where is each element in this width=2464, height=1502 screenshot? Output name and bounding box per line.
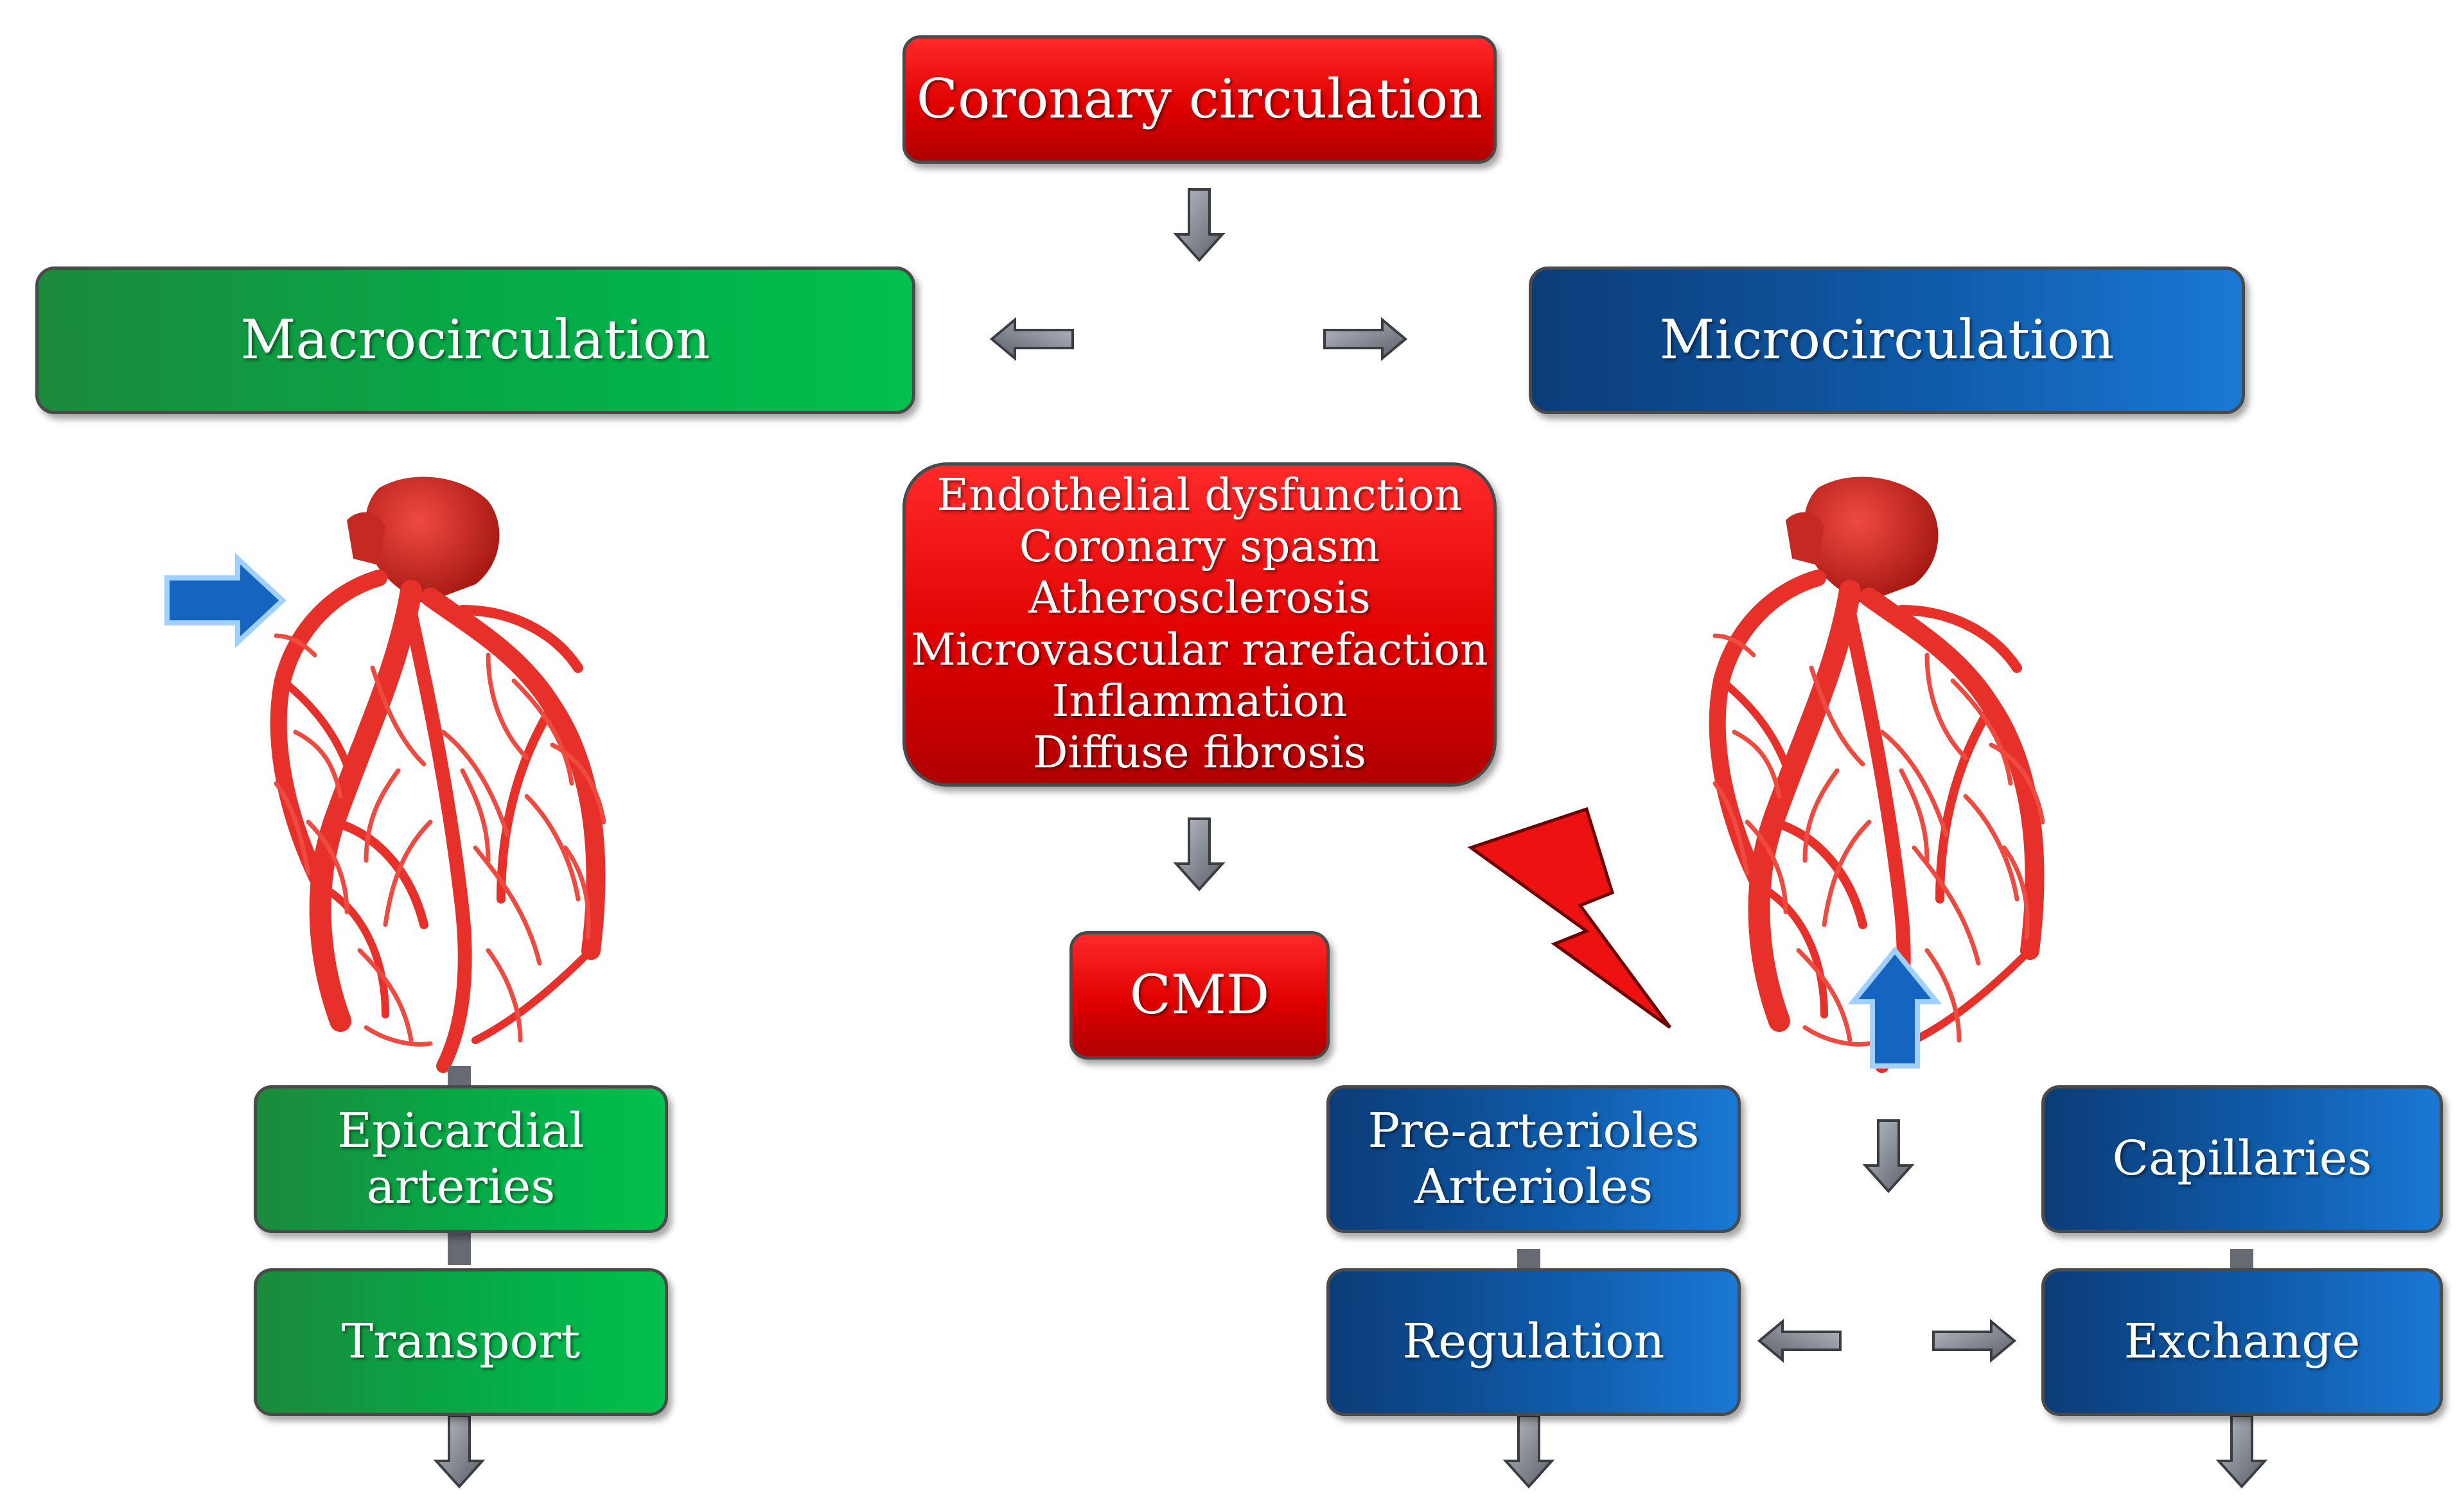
regulation-box: Regulation xyxy=(1326,1268,1741,1416)
arrow-left-macro xyxy=(990,319,1074,360)
mechanisms-box: Endothelial dysfunction Coronary spasm A… xyxy=(902,462,1497,787)
prearterioles-line2: Arterioles xyxy=(1414,1159,1653,1214)
prearterioles-box: Pre-arterioles Arterioles xyxy=(1326,1085,1741,1233)
heart-coronary-icon-left xyxy=(276,477,604,1066)
arrow-right-micro xyxy=(1323,319,1407,360)
transport-box: Transport xyxy=(254,1268,668,1416)
macrocirculation-box: Macrocirculation xyxy=(35,266,915,414)
prearterioles-line1: Pre-arterioles xyxy=(1368,1103,1700,1158)
microcirculation-box: Microcirculation xyxy=(1529,266,2245,414)
mechanism-rarefaction: Microvascular rarefaction xyxy=(911,624,1488,676)
arrow-right-exchange xyxy=(1932,1320,2016,1361)
exchange-box: Exchange xyxy=(2041,1268,2443,1416)
blue-pointer-arrow-icon-left xyxy=(164,552,286,649)
epicardial-line1: Epicardial xyxy=(337,1103,585,1158)
arrow-down-transport xyxy=(435,1415,484,1488)
mechanism-fibrosis: Diffuse fibrosis xyxy=(1033,727,1366,778)
capillaries-box: Capillaries xyxy=(2041,1085,2443,1233)
mechanism-inflammation: Inflammation xyxy=(1052,676,1348,727)
arrow-down-capillaries xyxy=(1864,1119,1913,1192)
epicardial-line2: arteries xyxy=(366,1159,556,1214)
lightning-bolt-icon xyxy=(1467,807,1672,1029)
cmd-box: CMD xyxy=(1069,931,1330,1060)
mechanism-atherosclerosis: Atherosclerosis xyxy=(1028,573,1371,624)
arrow-down-regulation xyxy=(1504,1415,1553,1488)
arrow-left-regulation xyxy=(1758,1320,1842,1361)
connector-left-mid xyxy=(448,1227,471,1265)
blue-pointer-arrow-icon-right xyxy=(1847,946,1942,1069)
epicardial-arteries-box: Epicardial arteries xyxy=(254,1085,668,1233)
mechanism-spasm: Coronary spasm xyxy=(1019,521,1380,573)
arrow-down-exchange xyxy=(2217,1415,2266,1488)
mechanism-endothelial: Endothelial dysfunction xyxy=(937,469,1463,521)
coronary-circulation-box: Coronary circulation xyxy=(902,35,1497,164)
arrow-down-coronary xyxy=(1175,188,1224,261)
arrow-down-cmd xyxy=(1175,817,1224,891)
